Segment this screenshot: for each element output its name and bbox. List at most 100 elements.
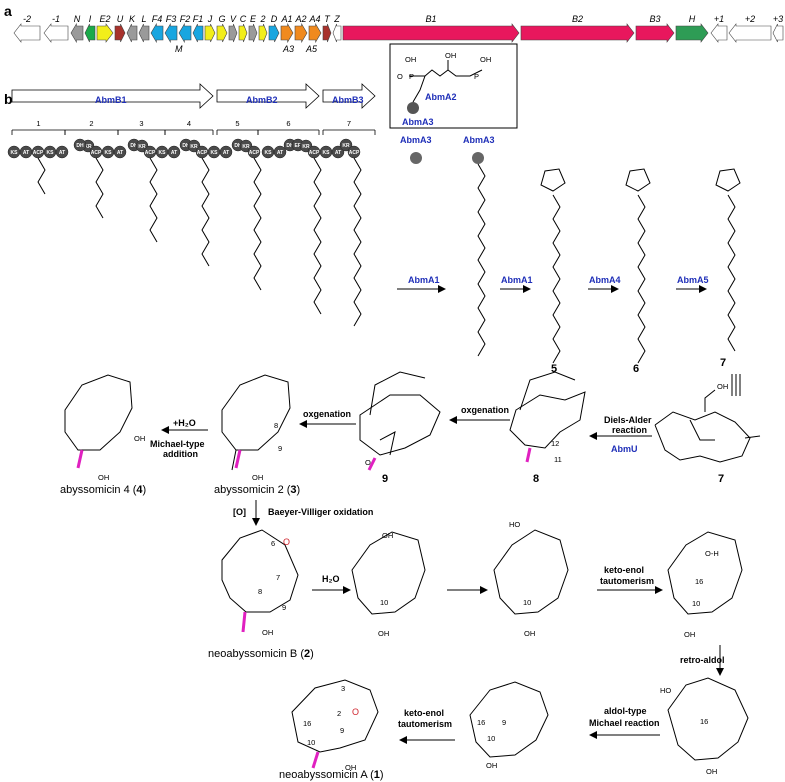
int1-c10: 10 (380, 598, 388, 607)
compound-8-c12: 12 (551, 439, 559, 448)
step-ket2b: tautomerism (398, 719, 452, 729)
intermediate2-structure (493, 529, 569, 615)
inset-p2: P (474, 72, 479, 81)
gene-arrow-4 (96, 23, 114, 43)
gene-arrow-30 (772, 23, 784, 43)
module-number-5: 5 (235, 119, 239, 128)
domain-label-0: KS (11, 150, 19, 156)
module-number-4: 4 (187, 119, 191, 128)
step-abma1-b: AbmA1 (501, 275, 533, 285)
compound-7-oh: OH (717, 382, 728, 391)
step-da-line2: reaction (612, 425, 647, 435)
domain-label-12: ACP (145, 150, 156, 156)
compound-8-c11: 11 (554, 455, 562, 464)
intermediate5-structure (469, 681, 549, 758)
domain-label-5: KR (84, 144, 92, 150)
gene-label-9: F3 (166, 14, 177, 24)
gene-arrow-1 (43, 23, 69, 43)
compound-9-wedge (367, 457, 377, 471)
gene-label-18: D (271, 14, 278, 24)
loading-abma3: AbmA3 (400, 135, 432, 145)
intermediate1-structure (351, 531, 426, 615)
gene-arrow-0 (13, 23, 41, 43)
step-aldol1: aldol-type (604, 706, 647, 716)
neoA-oh: OH (345, 763, 356, 772)
int5-c9: 9 (502, 718, 506, 727)
gene-arrow-13 (216, 23, 228, 43)
step-h2o-add: +H₂O (173, 418, 196, 428)
domain-label-11: KR (138, 144, 146, 150)
step-o: [O] (233, 507, 246, 517)
int2-ho: HO (509, 520, 520, 529)
step-ket1b: tautomerism (600, 576, 654, 586)
neoB-c6: 6 (271, 539, 275, 548)
gene-label-15: C (240, 14, 247, 24)
inset-o1: O (397, 72, 403, 81)
gene-arrow-16 (248, 23, 258, 43)
domain-label-18: KS (211, 150, 219, 156)
gene-label-28: +1 (714, 14, 724, 24)
gene-arrow-3 (84, 23, 96, 43)
gene-label-26: B3 (649, 14, 660, 24)
gene-label-20: A2 (294, 14, 306, 24)
gene-label-25: B2 (572, 14, 583, 24)
int3-oh: OH (684, 630, 695, 639)
gene-label-13: G (218, 14, 225, 24)
pks-module-arrows (11, 83, 376, 109)
domain-label-32: ACP (349, 150, 360, 156)
gene-label-21: A4 (308, 14, 320, 24)
loading2-acp (472, 152, 484, 164)
gene-arrow-29 (728, 23, 772, 43)
domain-at-14 (167, 145, 181, 159)
domain-label-3: KS (47, 150, 55, 156)
domain-label-24: AT (277, 150, 283, 156)
inset-acp-bead (407, 102, 419, 114)
gene-arrow-19 (280, 22, 294, 44)
gene-label-19: A1 (280, 14, 292, 24)
inset-abma3-label: AbmA3 (402, 117, 434, 127)
compound-5: 5 (551, 363, 557, 375)
gene-label-A5: A5 (305, 44, 318, 54)
int5-c16: 16 (477, 718, 485, 727)
gene-label-23: Z (333, 14, 340, 24)
furanone-ring-1 (625, 168, 651, 192)
gene-arrow-27 (675, 23, 709, 43)
gene-arrow-23 (332, 23, 342, 43)
gene-label-5: U (117, 14, 124, 24)
step-abmu: AbmU (611, 444, 638, 454)
neoabyssomicinA-label: neoabyssomicin A (1) (279, 769, 384, 781)
compound-6: 6 (633, 363, 639, 375)
domain-label-6: DH (76, 143, 84, 149)
gene-label-27: H (689, 14, 696, 24)
int3-h: O-H (705, 549, 719, 558)
module-number-7: 7 (347, 119, 351, 128)
abyssomicin2-c8: 8 (274, 421, 278, 430)
inset-p1: P (409, 72, 414, 81)
inset-oh1: OH (405, 55, 416, 64)
gene-arrow-7 (138, 23, 150, 43)
domain-label-26: ER (295, 143, 302, 149)
gene-label-11: F1 (193, 14, 204, 24)
neoB-c7: 7 (276, 573, 280, 582)
gene-label-7: L (141, 14, 146, 24)
loading-acp (410, 152, 422, 164)
step-retro: retro-aldol (680, 655, 725, 665)
furanone-ring-2 (715, 168, 741, 192)
gene-arrow-2 (70, 22, 84, 44)
gene-label-8: F4 (152, 14, 163, 24)
domain-label-19: AT (223, 150, 229, 156)
domain-label-2: ACP (33, 150, 44, 156)
domain-label-7: ACP (91, 150, 102, 156)
int5-c10: 10 (487, 734, 495, 743)
abyssomicin2-label: abyssomicin 2 (3) (214, 484, 300, 496)
domain-at-9 (113, 145, 127, 159)
int3-c16: 16 (695, 577, 703, 586)
domain-label-10: DH (130, 143, 138, 149)
neoabyssomicinB-label: neoabyssomicin B (2) (208, 648, 314, 660)
domain-label-22: ACP (249, 150, 260, 156)
step-abma1: AbmA1 (408, 275, 440, 285)
gene-label-4: E2 (99, 14, 110, 24)
gene-arrow-28 (710, 23, 728, 43)
domain-kr-31 (339, 138, 353, 152)
gene-arrow-18 (268, 23, 280, 43)
